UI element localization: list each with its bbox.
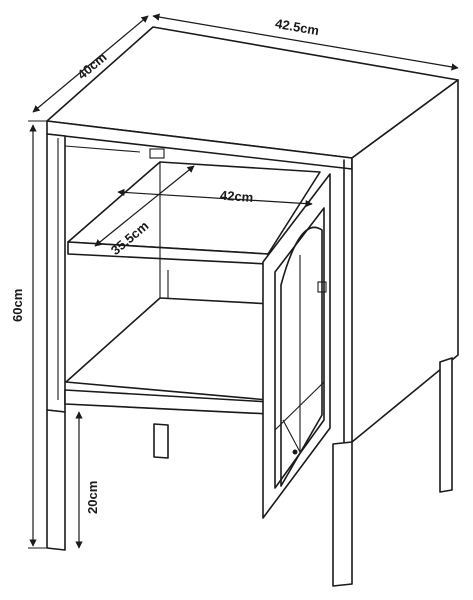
door-glass-rail bbox=[274, 381, 325, 431]
height-label: 60cm bbox=[10, 289, 25, 322]
interior-top-back bbox=[64, 145, 141, 153]
leg-front-left bbox=[46, 409, 66, 551]
shelf-width-label: 42cm bbox=[220, 188, 254, 205]
shelf-depth-dim-line bbox=[94, 165, 195, 247]
door-arch bbox=[280, 226, 323, 487]
width-label: 42.5cm bbox=[274, 16, 320, 38]
cabinet-body bbox=[46, 26, 459, 449]
depth-dim-line bbox=[32, 15, 149, 113]
hinge-tab bbox=[149, 148, 165, 159]
dimension-lines bbox=[28, 13, 459, 549]
cabinet-right-side bbox=[351, 79, 459, 443]
left-front-post bbox=[46, 133, 66, 413]
width-dim-line bbox=[152, 13, 459, 71]
rail-line bbox=[64, 403, 271, 415]
cabinet-door bbox=[262, 173, 331, 519]
door-glass-brace bbox=[282, 419, 301, 453]
door-knob bbox=[292, 449, 298, 455]
leg-front-right bbox=[332, 441, 353, 587]
bottom-shelf bbox=[65, 297, 273, 401]
door-latch bbox=[317, 281, 327, 293]
leg-height-label: 20cm bbox=[85, 481, 100, 514]
leg-front-mid bbox=[153, 423, 169, 459]
leg-back-right bbox=[439, 357, 453, 493]
legs bbox=[46, 357, 453, 587]
